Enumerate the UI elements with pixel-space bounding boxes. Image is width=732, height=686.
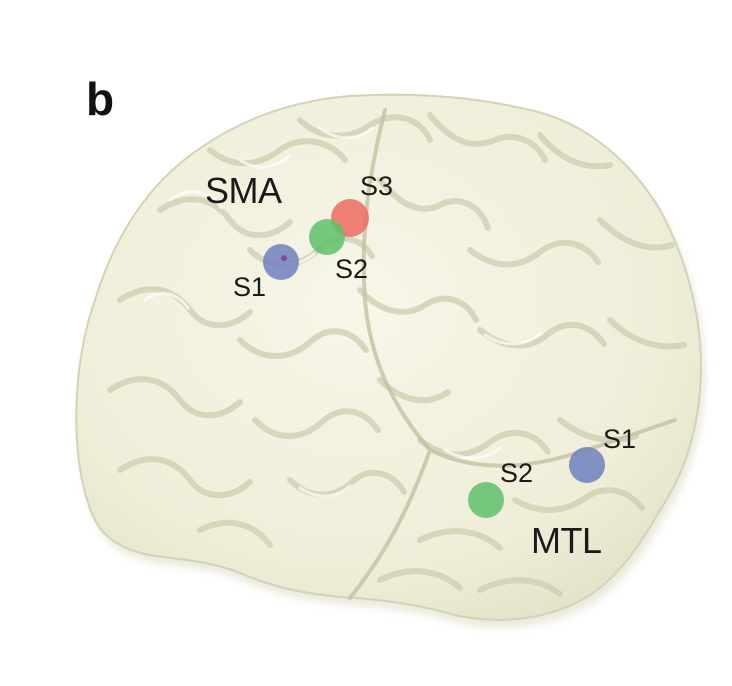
brain-fissures xyxy=(348,108,677,600)
electrode-site-sma-s2 xyxy=(309,219,345,255)
subject-label-sma-s3: S3 xyxy=(360,171,393,201)
region-label-mtl: MTL xyxy=(531,520,602,561)
subject-label-mtl-s2: S2 xyxy=(500,458,533,488)
electrode-site-mtl-s1 xyxy=(569,447,605,483)
electrode-site-mtl-s2 xyxy=(468,482,504,518)
subject-label-sma-s2: S2 xyxy=(335,254,368,284)
brain-surface xyxy=(75,93,705,628)
electrode-site-sma-s1-core xyxy=(281,255,287,261)
region-label-sma: SMA xyxy=(205,170,282,211)
panel-letter: b xyxy=(86,73,114,125)
subject-label-sma-s1: S1 xyxy=(233,272,266,302)
subject-label-mtl-s1: S1 xyxy=(603,424,636,454)
region-sma: SMA S1 S3 S2 xyxy=(205,170,393,302)
electrode-site-sma-s1 xyxy=(263,244,299,280)
region-mtl: S2 S1 MTL xyxy=(468,424,636,561)
